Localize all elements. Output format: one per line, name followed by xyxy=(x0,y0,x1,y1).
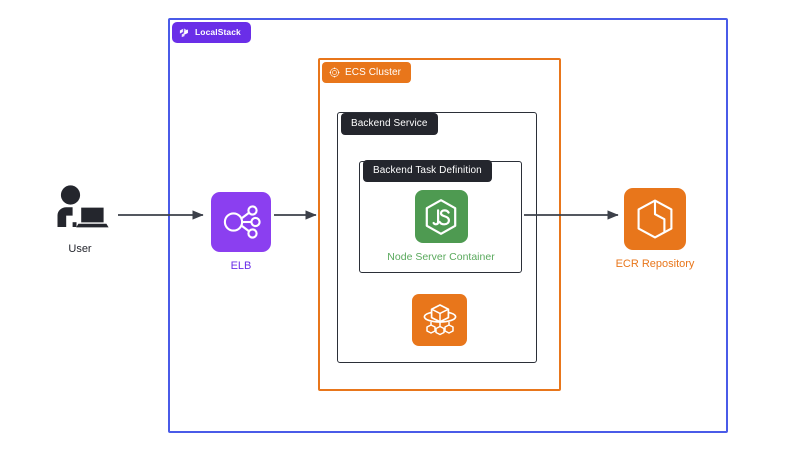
backend-task-definition-badge-label: Backend Task Definition xyxy=(373,165,482,176)
nodejs-js-hexagon-icon xyxy=(414,190,468,243)
backend-service-badge: Backend Service xyxy=(341,113,438,135)
node-elb-label: ELB xyxy=(230,260,252,272)
user-at-laptop-icon xyxy=(50,184,110,232)
node-elb[interactable]: ELB xyxy=(211,192,271,272)
ecs-cluster-icon xyxy=(329,67,340,78)
ecs-cluster-badge-label: ECS Cluster xyxy=(345,66,402,78)
node-user-label: User xyxy=(68,243,92,255)
ecs-cluster-badge: ECS Cluster xyxy=(322,62,412,83)
node-ecs-task[interactable] xyxy=(412,294,467,346)
node-user[interactable]: User xyxy=(44,184,116,255)
node-ecr-repository[interactable]: ECR Repository xyxy=(616,188,694,270)
node-node-server-container[interactable]: Node Server Container xyxy=(387,190,495,262)
ecs-container-cube-icon xyxy=(412,294,467,346)
localstack-badge: LocalStack xyxy=(172,22,251,43)
localstack-badge-label: LocalStack xyxy=(195,27,241,38)
backend-service-badge-label: Backend Service xyxy=(351,118,428,129)
elastic-load-balancer-icon xyxy=(211,192,271,252)
localstack-logo-icon xyxy=(179,27,190,38)
backend-task-definition-badge: Backend Task Definition xyxy=(363,160,492,182)
node-ecr-repository-label: ECR Repository xyxy=(615,258,695,270)
ecr-repository-cube-icon xyxy=(624,188,686,250)
node-node-server-container-label: Node Server Container xyxy=(387,251,495,263)
